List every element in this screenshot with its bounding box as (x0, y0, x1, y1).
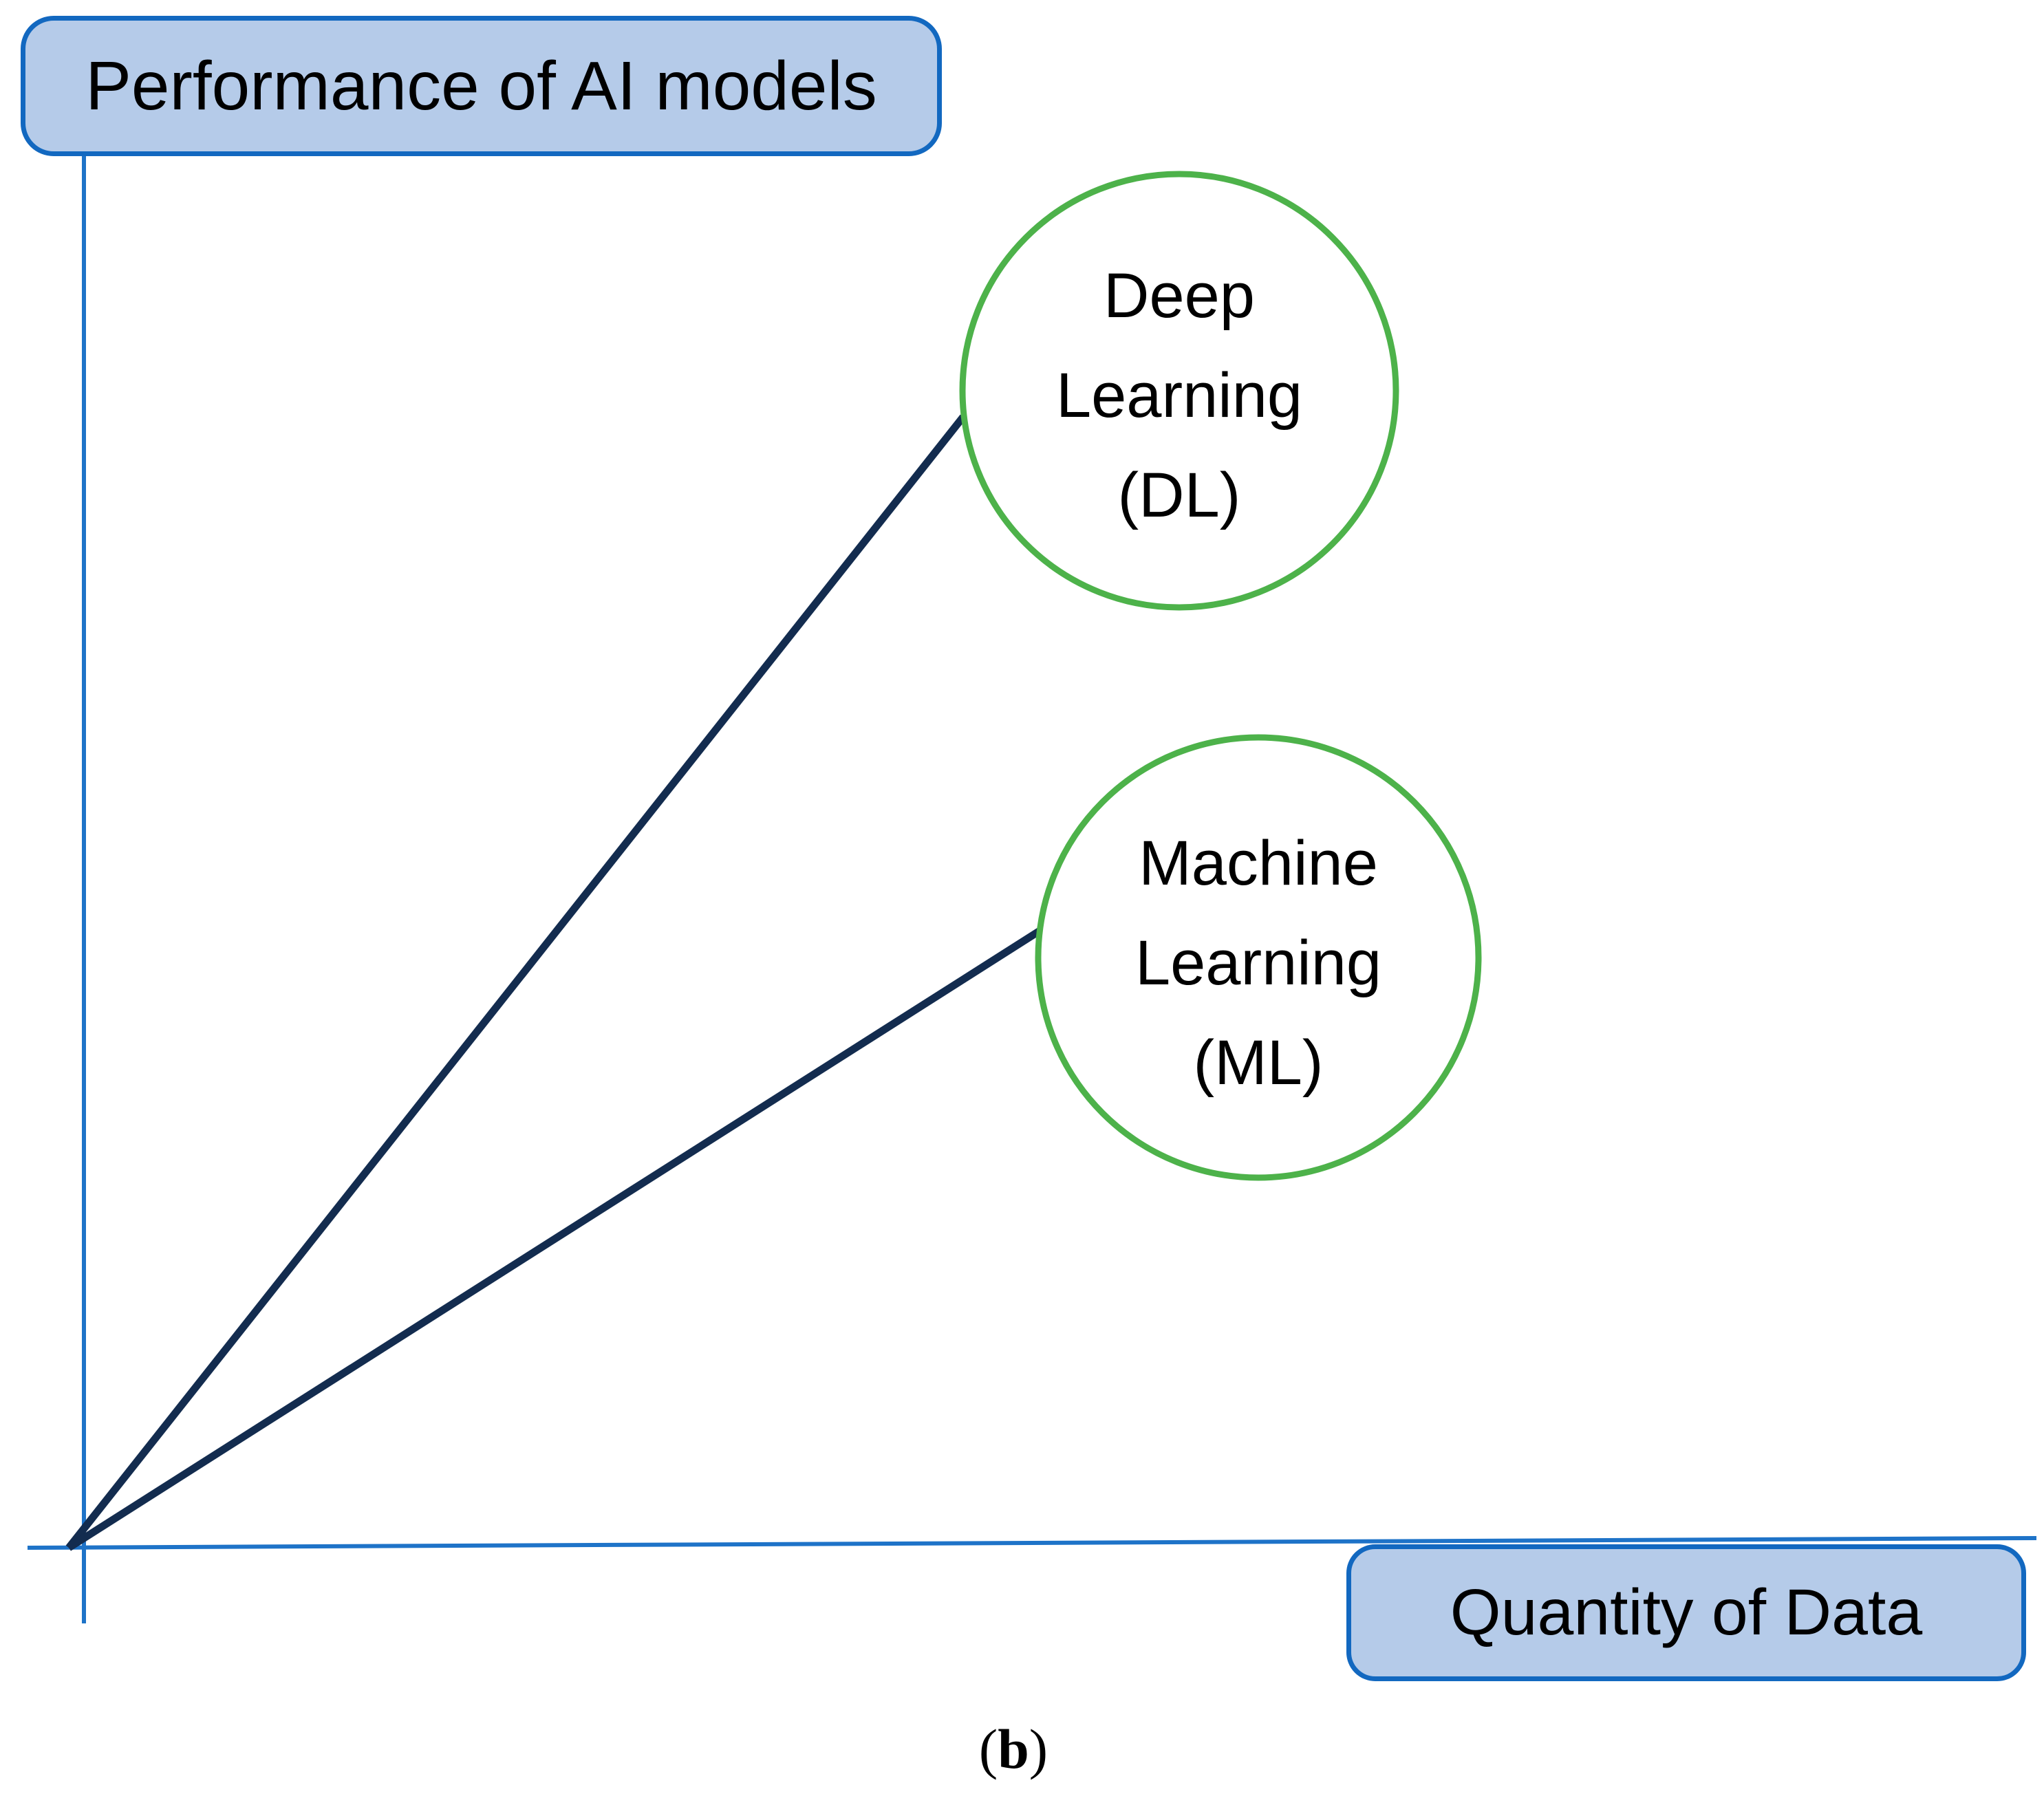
caption-open-paren: ( (978, 1718, 998, 1780)
deep-learning-label-line1: Deep (1104, 260, 1255, 331)
deep-learning-trend-line (65, 414, 967, 1550)
machine-learning-label-line1: Machine (1139, 828, 1378, 898)
y-axis-label-box: Performance of AI models (21, 16, 942, 156)
x-axis-label: Quantity of Data (1450, 1576, 1923, 1649)
x-axis-label-box: Quantity of Data (1346, 1544, 2026, 1681)
machine-learning-label-line3: (ML) (1193, 1027, 1324, 1098)
deep-learning-circle (959, 171, 1399, 611)
figure-caption: (b) (876, 1718, 1151, 1780)
deep-learning-label-line2: Learning (1055, 360, 1303, 431)
machine-learning-label-line2: Learning (1134, 927, 1382, 998)
machine-learning-circle (1035, 734, 1482, 1181)
caption-close-paren: ) (1029, 1718, 1048, 1780)
y-axis-label: Performance of AI models (85, 47, 877, 125)
machine-learning-label: Machine Learning (ML) (1045, 812, 1472, 1114)
x-axis-line (27, 1536, 2037, 1550)
deep-learning-label-line3: (DL) (1117, 460, 1241, 530)
deep-learning-label: Deep Learning (DL) (966, 244, 1392, 547)
caption-letter: b (998, 1718, 1029, 1780)
machine-learning-trend-line (67, 927, 1043, 1551)
